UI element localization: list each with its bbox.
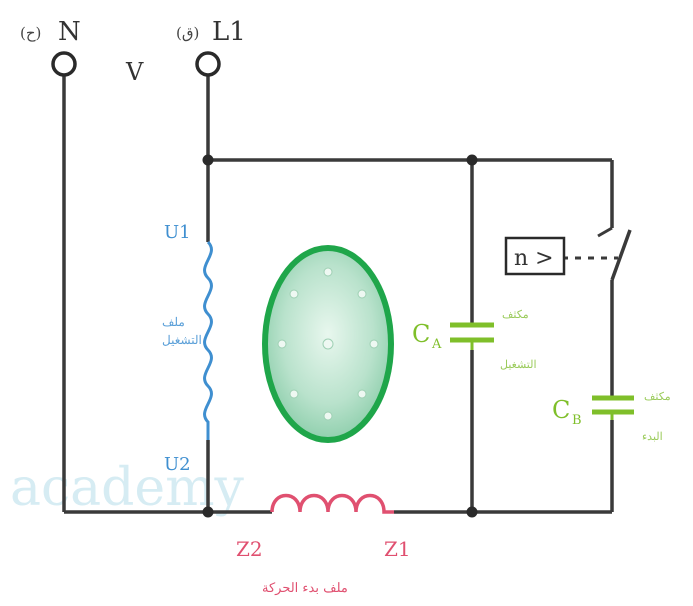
capacitor-a-label: C xyxy=(412,320,430,348)
capacitor-b: C B مكثف البدء xyxy=(552,390,671,443)
capacitor-a-note-line2: التشغيل xyxy=(500,358,537,371)
capacitor-b-subscript: B xyxy=(572,413,582,428)
junction-dot xyxy=(466,154,478,166)
l1-prefix-label: (ق) xyxy=(176,24,199,42)
capacitor-a-subscript: A xyxy=(431,337,442,352)
voltage-label: V xyxy=(125,58,144,86)
junction-dot xyxy=(202,506,214,518)
neutral-prefix-label: (ح) xyxy=(20,24,41,42)
capacitor-b-label: C xyxy=(552,396,570,424)
junction-dot xyxy=(466,506,478,518)
aux-winding-name: ملف بدء الحركة xyxy=(262,581,348,596)
junction-dot xyxy=(202,154,214,166)
aux-winding-left-label: Z2 xyxy=(236,537,263,561)
main-winding-coil xyxy=(203,240,213,440)
main-winding-top-label: U1 xyxy=(164,222,191,243)
capacitor-a-note-line1: مكثف xyxy=(502,308,529,321)
capacitor-a: C A مكثف التشغيل xyxy=(412,308,537,371)
neutral-label: N xyxy=(58,17,81,47)
aux-winding-right-label: Z1 xyxy=(384,537,411,561)
main-winding-name-line1: ملف xyxy=(162,315,185,329)
centrifugal-switch: n > xyxy=(504,226,632,281)
centrifugal-switch-box xyxy=(504,236,566,276)
neutral-terminal xyxy=(51,51,77,77)
wires xyxy=(62,76,614,514)
l1-terminal xyxy=(195,51,221,77)
rotor-slots xyxy=(277,267,379,421)
capacitor-b-note-line1: مكثف xyxy=(644,390,671,403)
centrifugal-switch-label: n > xyxy=(514,246,554,271)
main-winding-bottom-label: U2 xyxy=(164,454,191,475)
l1-label: L1 xyxy=(212,17,246,47)
capacitor-b-note-line2: البدء xyxy=(642,430,663,443)
junction-dots xyxy=(202,154,478,518)
main-winding-name-line2: التشغيل xyxy=(162,333,202,347)
aux-winding-coil xyxy=(270,493,394,514)
